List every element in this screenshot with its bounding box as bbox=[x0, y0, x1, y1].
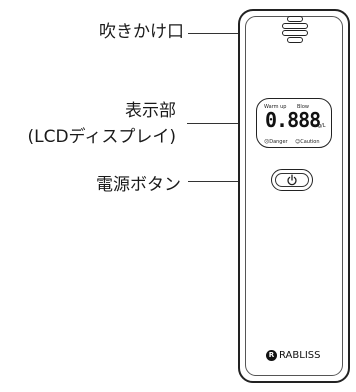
brand-name: RABLISS bbox=[279, 350, 321, 361]
vent-slot bbox=[287, 37, 303, 43]
brand-mark-icon: R bbox=[266, 350, 277, 361]
vent-slot bbox=[282, 30, 308, 36]
vent-slot bbox=[282, 23, 308, 29]
mouthpiece-leader-line bbox=[188, 33, 276, 34]
lcd-blow-label: Blow bbox=[297, 104, 309, 110]
lcd-warmup-label: Warm up bbox=[264, 104, 287, 110]
mouthpiece-label: 吹きかけ口 bbox=[99, 22, 184, 42]
danger-icon: ☹ bbox=[264, 139, 270, 145]
display-label-line1: 表示部 bbox=[125, 101, 176, 121]
display-leader-line bbox=[187, 123, 256, 124]
vent-slot bbox=[287, 16, 303, 22]
brand-logo: R RABLISS bbox=[266, 350, 320, 361]
power-icon bbox=[287, 174, 297, 186]
power-button-leader-line bbox=[188, 181, 271, 182]
device-inner-edge bbox=[245, 16, 343, 376]
lcd-unit: mg/L bbox=[313, 123, 326, 129]
power-button-label: 電源ボタン bbox=[96, 175, 181, 195]
lcd-display: Warm up Blow 0.888 mg/L ☹Danger ☺Caution bbox=[256, 98, 332, 148]
display-label-line2: (LCDディスプレイ) bbox=[27, 127, 176, 147]
lcd-caution-indicator: ☺Caution bbox=[295, 139, 320, 145]
lcd-digits: 0.888 bbox=[265, 108, 321, 132]
power-button-inner bbox=[275, 173, 309, 187]
lcd-caution-label: Caution bbox=[300, 139, 320, 145]
breathalyzer-device bbox=[238, 9, 350, 383]
power-button[interactable] bbox=[271, 169, 313, 191]
display-label: 表示部 (LCDディスプレイ) bbox=[2, 98, 176, 150]
caution-icon: ☺ bbox=[295, 139, 301, 145]
lcd-danger-indicator: ☹Danger bbox=[264, 139, 288, 145]
lcd-danger-label: Danger bbox=[269, 139, 288, 145]
